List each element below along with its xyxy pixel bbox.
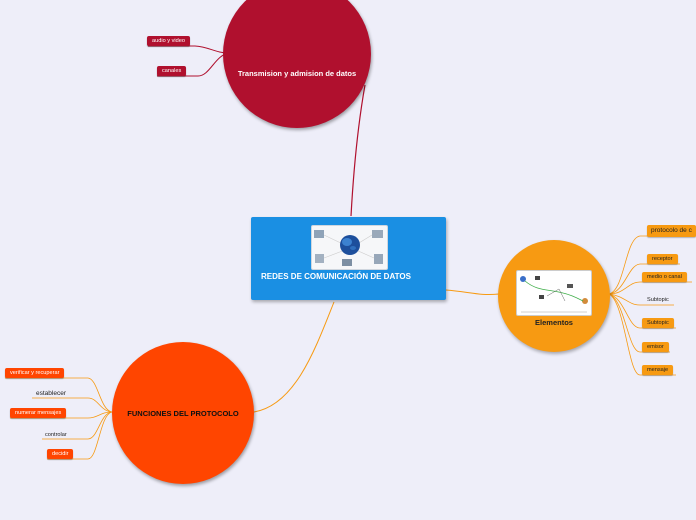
connector-medio (608, 281, 692, 295)
subtopic-establecer[interactable]: establecer (36, 390, 66, 397)
central-topic-title: REDES DE COMUNICACIÓN DE DATOS (261, 272, 411, 281)
subtopic-audio-video[interactable]: audio y video (147, 36, 190, 46)
subtopic-placeholder-1[interactable]: Subtopic (647, 297, 669, 303)
subtopic-canales[interactable]: canales (157, 66, 187, 76)
connector-verificar (5, 377, 113, 413)
subtopic-decidir[interactable]: decidir (47, 449, 74, 459)
connector-numerar (10, 411, 113, 419)
connector-mensaje (608, 293, 676, 376)
subtopic-placeholder-2[interactable]: Subtopic (642, 318, 674, 328)
topic-funciones-label: FUNCIONES DEL PROTOCOLO (127, 408, 239, 418)
subtopic-numerar[interactable]: numerar mensajes (10, 408, 67, 418)
subtopic-protocolo[interactable]: protocolo de c (647, 225, 696, 237)
connector-receptor (608, 263, 680, 295)
subtopic-verificar[interactable]: verificar y recuperar (5, 368, 65, 378)
connector-central-left (253, 301, 335, 413)
connector-subtopic2 (608, 293, 676, 329)
topic-elementos[interactable]: Elementos (498, 240, 610, 352)
subtopic-emisor[interactable]: emisor (642, 342, 669, 352)
topic-funciones[interactable]: FUNCIONES DEL PROTOCOLO (112, 342, 254, 484)
connector-subtopic1 (608, 293, 674, 306)
connector-protocolo (608, 235, 696, 295)
topic-elementos-label: Elementos (535, 317, 573, 327)
connector-central-top (350, 84, 366, 217)
connector-decidir (47, 411, 113, 460)
connector-establecer (32, 397, 113, 413)
topic-transmision[interactable]: Transmision y admision de datos (223, 0, 371, 128)
subtopic-receptor[interactable]: receptor (647, 254, 678, 264)
network-globe-icon (311, 225, 388, 270)
connector-controlar (42, 411, 113, 440)
connector-emisor (608, 293, 670, 353)
central-topic[interactable]: REDES DE COMUNICACIÓN DE DATOS (251, 217, 446, 300)
topic-transmision-label: Transmision y admision de datos (237, 68, 357, 78)
connector-audio (148, 45, 230, 54)
subtopic-medio-canal[interactable]: medio o canal (642, 272, 687, 282)
subtopic-mensaje[interactable]: mensaje (642, 365, 674, 375)
connector-central-right (445, 289, 500, 295)
communication-elements-diagram (516, 269, 592, 316)
subtopic-controlar[interactable]: controlar (45, 432, 67, 438)
